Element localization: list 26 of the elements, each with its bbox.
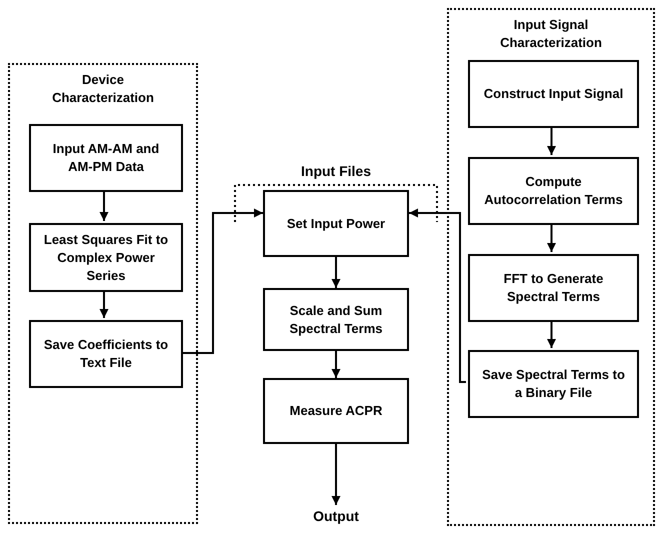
- process-box: Scale and Sum Spectral Terms: [263, 288, 409, 351]
- arrow: [332, 444, 340, 505]
- arrow: [547, 126, 556, 155]
- process-box: Least Squares Fit to Complex Power Series: [29, 223, 183, 292]
- process-box: Construct Input Signal: [468, 60, 639, 128]
- arrow: [332, 257, 340, 288]
- arrow: [100, 290, 108, 318]
- arrow: [409, 208, 466, 383]
- text-label: Input Files: [234, 160, 438, 182]
- group-title: Input Signal Characterization: [499, 16, 603, 52]
- arrow: [181, 208, 263, 354]
- process-box: Compute Autocorrelation Terms: [468, 157, 639, 225]
- process-box: Input AM-AM and AM-PM Data: [29, 124, 183, 192]
- process-box: Save Spectral Terms to a Binary File: [468, 350, 639, 418]
- dotted-group-frame: [447, 8, 655, 526]
- arrow: [547, 320, 556, 348]
- arrow: [332, 351, 340, 378]
- group-title: Device Characterization: [51, 71, 155, 107]
- text-label: Output: [296, 505, 376, 527]
- process-box: Measure ACPR: [263, 378, 409, 444]
- dotted-group-frame: [8, 63, 198, 524]
- process-box: Set Input Power: [263, 190, 409, 257]
- process-box: FFT to Generate Spectral Terms: [468, 254, 639, 322]
- process-box: Save Coefficients to Text File: [29, 320, 183, 388]
- arrow: [100, 190, 108, 221]
- arrow: [547, 223, 556, 252]
